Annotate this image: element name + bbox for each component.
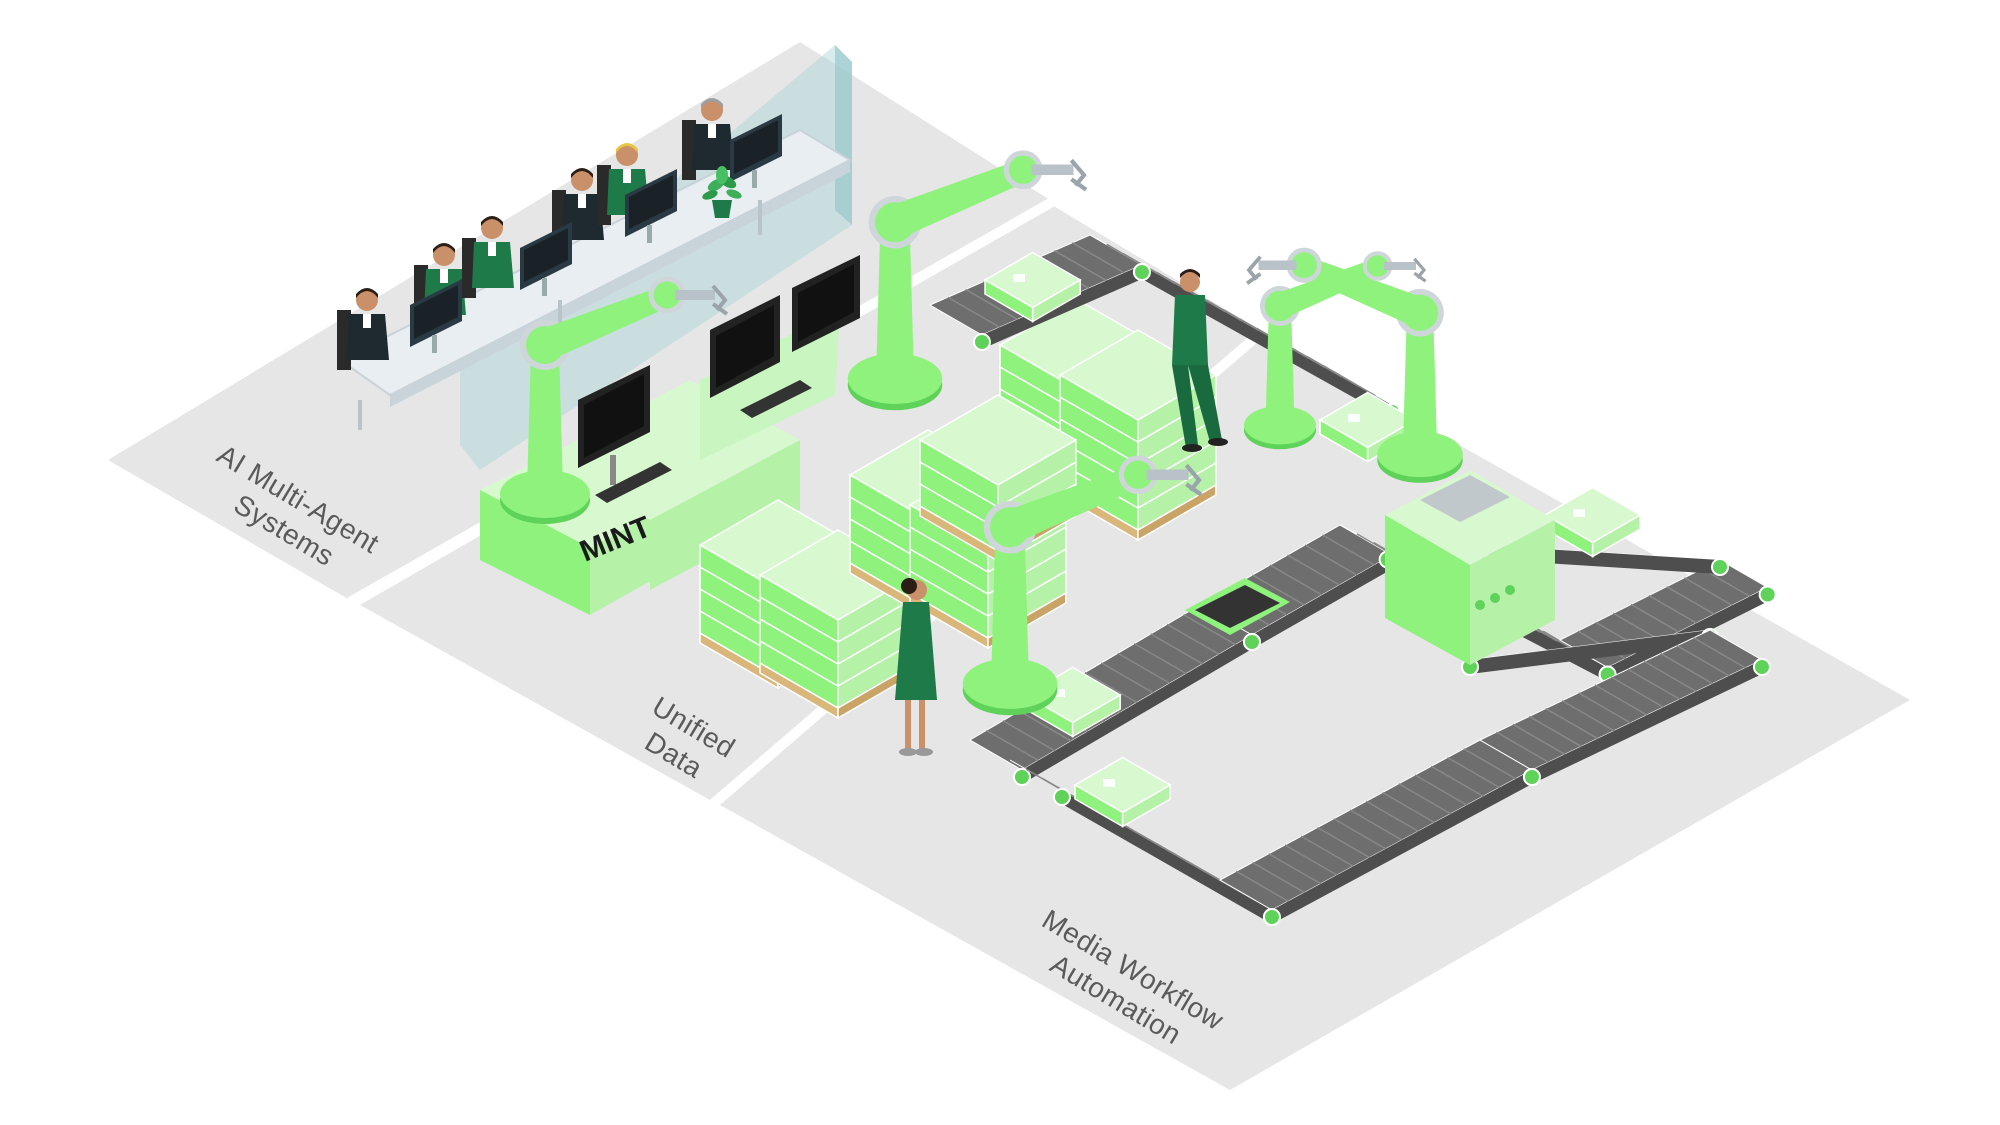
processing-machine (1385, 470, 1555, 665)
pallet-box (918, 394, 1078, 509)
robot-arm-icon (962, 455, 1203, 716)
person-icon (597, 143, 649, 225)
robot-arm-icon (1244, 251, 1427, 450)
keyboard (595, 462, 672, 503)
pallet-box (1058, 329, 1218, 444)
monitor-icon (625, 169, 677, 243)
conveyor-belt-icon (928, 234, 1777, 926)
person-icon (682, 98, 734, 180)
monitor-icon (520, 222, 572, 296)
monitor-icon (730, 114, 782, 188)
floor-worker-woman (895, 578, 937, 756)
conveyor-segment (1478, 629, 1771, 786)
person-icon (337, 288, 389, 370)
product-box (983, 251, 1082, 323)
person-icon (462, 216, 514, 298)
floor-zone-media (720, 335, 1910, 1090)
monitor-icon (710, 295, 780, 398)
product-box (1073, 756, 1172, 828)
monitor-icon (792, 255, 860, 352)
robot-arm-icon (847, 150, 1088, 411)
monitor-icon (578, 365, 650, 485)
keyboard (740, 380, 812, 418)
plant-icon (702, 166, 742, 218)
robot-arms (500, 150, 1463, 716)
control-console-main: MINT (480, 255, 860, 615)
robot-arm-icon (1245, 247, 1463, 483)
monitor-icon (410, 279, 462, 353)
floor-worker-man (1172, 269, 1228, 452)
robot-arm-icon (500, 276, 729, 524)
holding-tray (1185, 578, 1290, 635)
product-box (1543, 486, 1642, 558)
pallet-stacks (698, 299, 1218, 720)
desk-monitors (410, 114, 782, 353)
